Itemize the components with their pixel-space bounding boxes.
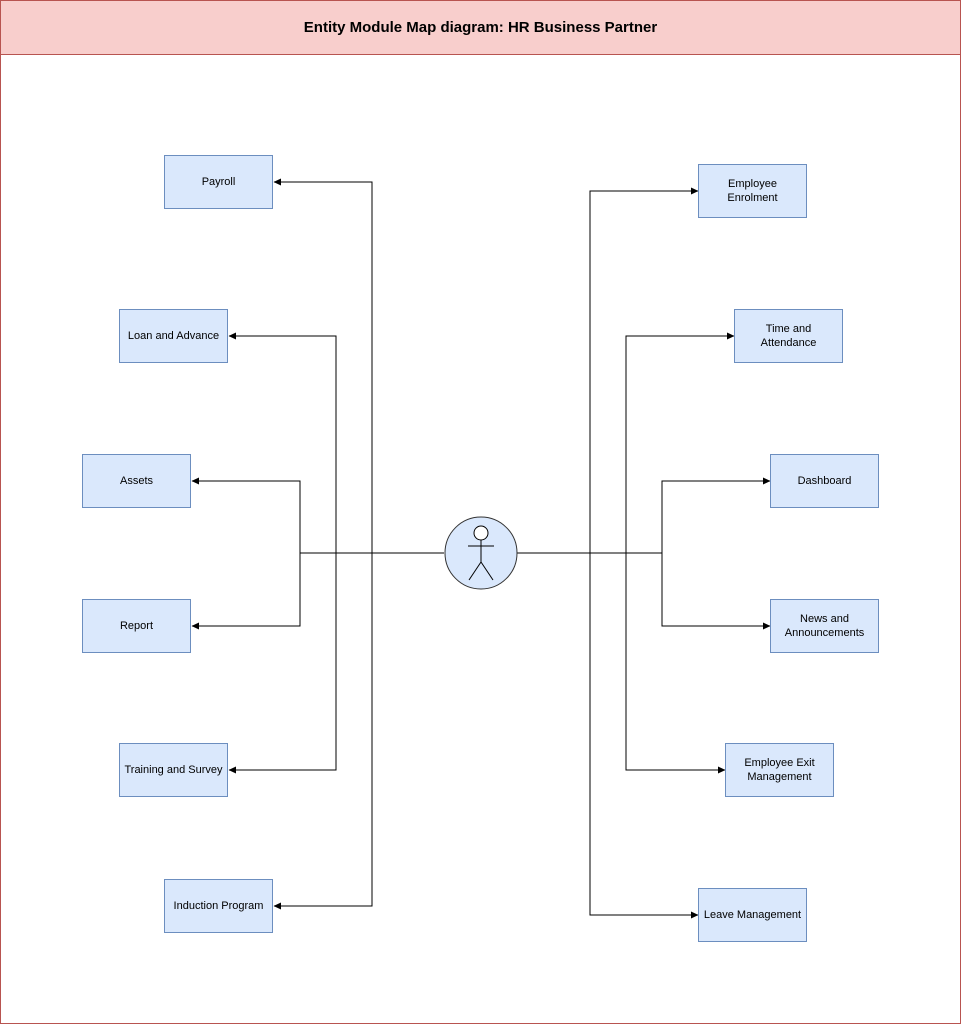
connector-employee-exit-management [625,553,726,774]
module-news-and-announcements[interactable]: News and Announcements [770,599,879,653]
module-employee-enrolment[interactable]: Employee Enrolment [698,164,807,218]
connector-loan-and-advance [228,332,372,554]
module-training-and-survey[interactable]: Training and Survey [119,743,228,797]
module-report[interactable]: Report [82,599,191,653]
module-loan-and-advance[interactable]: Loan and Advance [119,309,228,363]
module-leave-management[interactable]: Leave Management [698,888,807,942]
connector-leave-management [589,553,699,919]
connector-assets [191,477,336,554]
module-time-and-attendance[interactable]: Time and Attendance [734,309,843,363]
connector-training-and-survey [228,553,337,774]
person-actor-icon [444,516,518,590]
connector-time-and-attendance [590,332,735,554]
connector-payroll [273,178,444,554]
module-employee-exit-management[interactable]: Employee Exit Management [725,743,834,797]
module-assets[interactable]: Assets [82,454,191,508]
diagram-title: Entity Module Map diagram: HR Business P… [1,1,960,55]
connector-dashboard [626,477,771,554]
connector-employee-enrolment [517,187,699,554]
connector-news-and-announcements [661,553,771,630]
connector-report [191,553,301,630]
module-payroll[interactable]: Payroll [164,155,273,209]
connector-induction-program [273,553,373,910]
module-induction-program[interactable]: Induction Program [164,879,273,933]
module-dashboard[interactable]: Dashboard [770,454,879,508]
